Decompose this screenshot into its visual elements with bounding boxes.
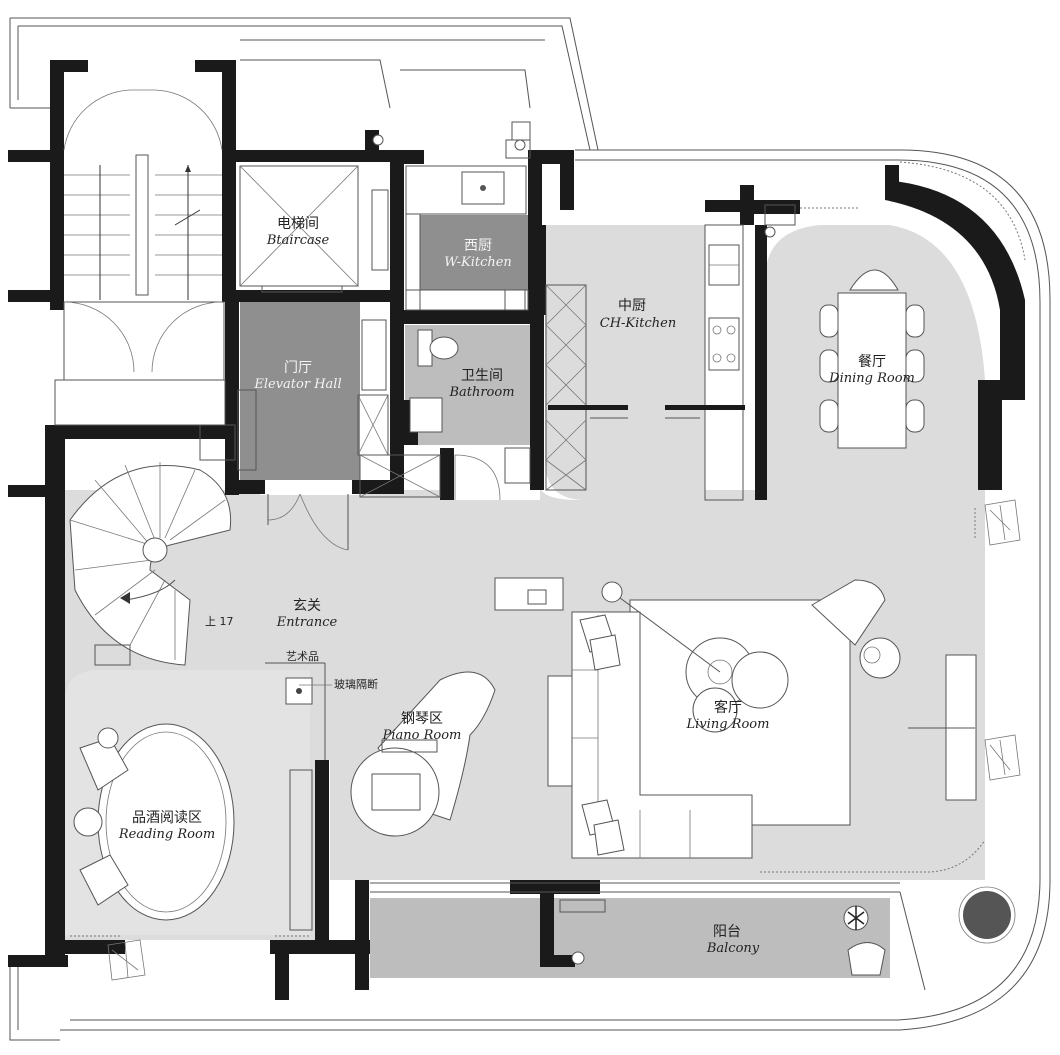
spiral-stair	[69, 462, 232, 666]
elevator-cross-icon	[239, 165, 359, 287]
sink-icon	[409, 397, 443, 433]
room-label-entrance-en: Entrance	[276, 615, 338, 630]
piano-room: 钢琴区 Piano Room	[289, 671, 496, 931]
fixture-circle	[514, 139, 526, 151]
room-label-elevator-hall-en: Elevator Hall	[253, 377, 341, 392]
elevator-hall: 门厅 Elevator Hall	[199, 319, 389, 551]
stair-arrow-icon	[99, 165, 201, 300]
elevator-hall-floor	[240, 300, 360, 480]
fixture-circle	[764, 226, 776, 238]
w-kitchen-floor	[420, 215, 528, 290]
sink-icon	[708, 244, 740, 286]
bathroom: 卫生间 Bathroom	[359, 329, 531, 501]
plant-icon	[107, 939, 146, 981]
ch-kitchen: 中厨 CH-Kitchen	[545, 224, 745, 501]
room-label-bathroom-en: Bathroom	[448, 385, 514, 400]
reading-room: 品酒阅读区 Reading Room	[70, 723, 310, 937]
room-label-dining-room-en: Dining Room	[828, 371, 915, 386]
room-label-reading-room-cn: 品酒阅读区	[132, 809, 202, 826]
plant-icon	[984, 734, 1021, 781]
room-label-balcony-en: Balcony	[706, 941, 760, 956]
exterior-plants	[107, 499, 1021, 981]
outer-terrace-lines	[9, 17, 1051, 1041]
room-label-w-kitchen-cn: 西厨	[464, 238, 492, 254]
plant-icon	[843, 905, 869, 931]
kitchen-floor	[545, 225, 705, 500]
room-label-ch-kitchen-cn: 中厨	[618, 298, 646, 314]
room-label-piano-room-en: Piano Room	[382, 728, 462, 743]
room-label-entrance-cn: 玄关	[293, 597, 321, 614]
stairs-up-note: 上 17	[205, 615, 234, 628]
entrance: 上 17 玄关 Entrance 艺术品 玻璃隔断	[205, 577, 564, 760]
room-label-living-room-cn: 客厅	[714, 699, 742, 716]
artwork-note: 艺术品	[286, 650, 319, 663]
sink-icon	[461, 171, 505, 205]
elevator-room: 电梯间 Btaircase	[236, 162, 390, 293]
room-label-staircase-en: Btaircase	[266, 233, 330, 248]
dining-room: 餐厅 Dining Room	[764, 161, 1026, 449]
glass-partition-note: 玻璃隔断	[334, 677, 378, 691]
room-label-dining-room-cn: 餐厅	[858, 354, 886, 370]
room-label-bathroom-cn: 卫生间	[461, 368, 503, 384]
w-kitchen: 西厨 W-Kitchen	[405, 121, 531, 311]
living-room: 客厅 Living Room	[547, 508, 986, 873]
room-label-piano-room-cn: 钢琴区	[401, 711, 443, 727]
room-label-living-room-en: Living Room	[686, 717, 770, 732]
stair-shaft	[54, 89, 226, 426]
balcony-floor	[370, 898, 890, 978]
room-label-w-kitchen-en: W-Kitchen	[444, 255, 512, 270]
room-label-ch-kitchen-en: CH-Kitchen	[600, 316, 677, 331]
toilet-icon	[417, 329, 459, 367]
room-label-staircase-cn: 电梯间	[277, 216, 319, 232]
room-label-elevator-hall-cn: 门厅	[284, 360, 312, 376]
pillow-icon	[579, 614, 625, 856]
plant-icon	[984, 499, 1021, 546]
room-label-balcony-cn: 阳台	[713, 924, 741, 940]
room-label-reading-room-en: Reading Room	[118, 827, 215, 842]
stair-arrow-icon	[120, 592, 130, 604]
stove-icon	[708, 317, 740, 371]
door-swing-icon	[267, 493, 349, 551]
fixture-circle	[372, 134, 384, 146]
balcony: 阳台 Balcony	[370, 882, 1016, 991]
